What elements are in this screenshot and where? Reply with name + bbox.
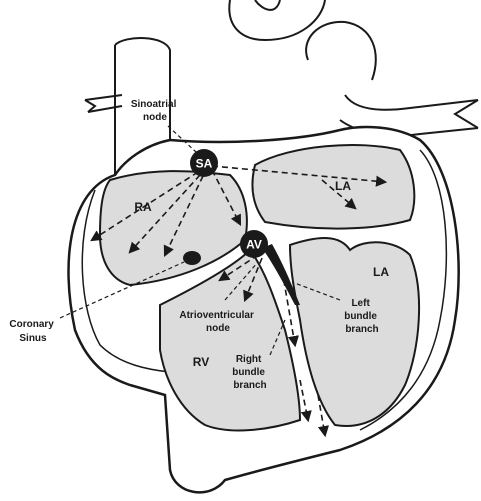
right-bundle-branch-line2: bundle [232,367,265,378]
sa-node: SA [190,149,218,177]
sinoatrial-node-line1: Sinoatrial [131,99,177,110]
la-upper-label: LA [335,179,351,193]
coronary-sinus-line1: Coronary [9,319,54,330]
coronary-sinus-label: Coronary Sinus [9,319,56,344]
left-bundle-branch-line1: Left [351,298,370,309]
right-bundle-branch-line1: Right [236,354,262,365]
right-bundle-branch-line3: branch [233,380,266,391]
atrioventricular-node-line2: node [206,323,230,334]
rv-label: RV [193,355,209,369]
sinoatrial-node-label: Sinoatrial node [131,99,179,123]
coronary-sinus-opening [183,251,201,265]
left-bundle-branch-line2: bundle [344,311,377,322]
av-node: AV [240,230,268,258]
sa-node-label: SA [196,157,213,171]
atrioventricular-node-line1: Atrioventricular [179,310,254,321]
sinoatrial-node-line2: node [143,112,167,123]
la-lower-label: LA [373,265,389,279]
left-atrium-chamber [252,145,414,229]
ra-label: RA [134,200,152,214]
left-bundle-branch-line3: branch [345,324,378,335]
coronary-sinus-line2: Sinus [19,333,47,344]
right-bundle-branch-label: Right bundle branch [232,354,268,391]
av-node-label: AV [246,238,262,252]
